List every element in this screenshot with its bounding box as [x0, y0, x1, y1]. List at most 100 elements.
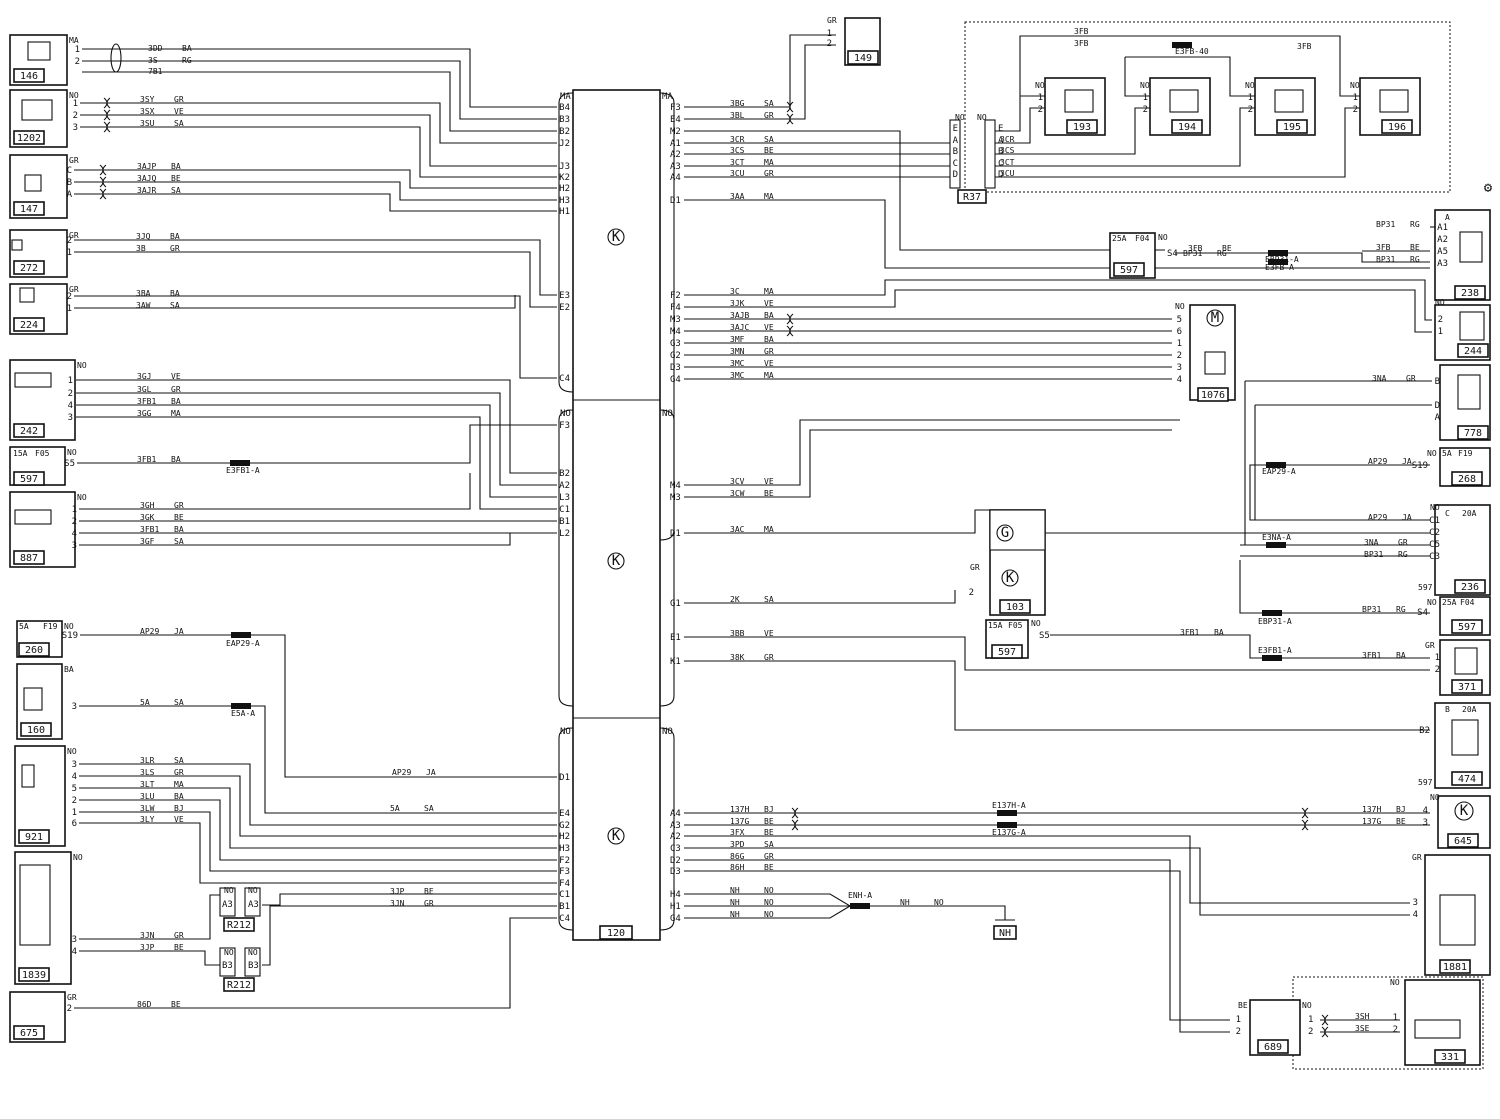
c242-w-colour: BA: [171, 397, 181, 406]
b1-hdr-left: MA: [560, 92, 571, 102]
c238-splice: E3FB-A: [1265, 263, 1294, 272]
injector-pin: 2: [1038, 105, 1043, 115]
f597-hdr: NO: [67, 448, 77, 457]
c224-w1-colour: SA: [170, 301, 180, 310]
r212-left-b: [219, 947, 236, 977]
wire-nh-3: [684, 905, 851, 919]
mid2-w-code: 3BB: [730, 629, 745, 638]
injector-pin: 1: [1248, 93, 1253, 103]
c675-w-colour: BE: [171, 1000, 181, 1009]
f268-hdr: NO: [1427, 449, 1437, 458]
wire-3cu-196: [995, 107, 1360, 178]
b2-left-pin: C1: [559, 505, 570, 515]
c921-w-code: 3LR: [140, 756, 155, 765]
comp-1839-ref-frame: [18, 967, 50, 982]
b1-right-pin: G3: [670, 339, 681, 349]
f597b-ref: 597: [1120, 265, 1138, 276]
mid3-w-code: 137G: [730, 817, 749, 826]
b1-left-pin: B4: [559, 103, 570, 113]
c103-generator-icon-glyph: G: [1001, 525, 1009, 541]
b3-right-connector: [659, 727, 675, 931]
c331-pin: 1: [1393, 1013, 1398, 1023]
splice-ebp31-r: [1262, 610, 1282, 616]
c1839-relay-icon: [19, 864, 51, 946]
f268-w2-code: AP29: [1368, 513, 1387, 522]
mid1-w-colour: VE: [764, 359, 774, 368]
c224-w0-colour: BA: [170, 289, 180, 298]
f260-hdr: NO: [64, 622, 74, 631]
c146-w1-code: 3S: [148, 56, 158, 65]
b3-left-pin: B1: [559, 902, 570, 912]
b1-right-pin: M3: [670, 315, 681, 325]
mid2-w-code: 38K: [730, 653, 745, 662]
c238-ref: 238: [1461, 288, 1479, 299]
wire-86d: [74, 917, 557, 1009]
c272-w1-colour: GR: [170, 244, 180, 253]
wire-921-2: [79, 775, 557, 837]
f597-splice: E3FB1-A: [226, 466, 260, 475]
b3-left-connector: [558, 727, 574, 931]
f597-w-code: 3FB1: [137, 455, 156, 464]
wire-147-3: [74, 193, 557, 212]
b1-left-pin: H2: [559, 184, 570, 194]
c1202-w-colour: GR: [174, 95, 184, 104]
c887-pin: 2: [72, 517, 77, 527]
mid3-w-colour: BE: [764, 863, 774, 872]
comp-1202-hdr: NO: [69, 91, 79, 100]
wire-921-1: [79, 763, 557, 826]
mid3-w-colour: NO: [764, 898, 774, 907]
b1-left-pin: B2: [559, 127, 570, 137]
c645-icon: [1454, 801, 1474, 821]
c242-w-colour: GR: [171, 385, 181, 394]
twist-1202: [103, 109, 111, 121]
r37-right-w: 3CS: [1000, 146, 1015, 155]
mid3-w-code: NH: [730, 886, 740, 895]
mid1-w-code: 3AJB: [730, 311, 749, 320]
c1076-hdr: NO: [1175, 302, 1185, 311]
b3-right-pin: A4: [670, 809, 681, 819]
c272-w0-code: 3JQ: [136, 232, 151, 241]
injector-pin: 1: [1353, 93, 1358, 103]
mid2-w-code: 3CV: [730, 477, 745, 486]
c778-pin: A: [1435, 413, 1441, 423]
c645-ref: 645: [1454, 836, 1472, 847]
c645-pin: 3: [1423, 818, 1428, 828]
c236-amp: 20A: [1462, 509, 1477, 518]
c147-pin: A: [67, 190, 73, 200]
comp-887-hdr: NO: [77, 493, 87, 502]
c1881-hdr: GR: [1412, 853, 1422, 862]
wire-224-1: [74, 295, 557, 379]
b3-left-pin: G2: [559, 821, 570, 831]
r37-pin: B: [998, 147, 1003, 157]
comp-242-ref-frame: [13, 423, 45, 438]
b2-right-pin: M3: [670, 493, 681, 503]
wire-921-6: [79, 822, 557, 884]
c921-sensor-icon: [21, 764, 35, 788]
c887-pin: 1: [72, 505, 77, 515]
mid2-w-colour: MA: [764, 525, 774, 534]
c149-hdr: GR: [827, 16, 837, 25]
b2-left-pin: B1: [559, 517, 570, 527]
b1-right-pin: M4: [670, 327, 681, 337]
c244-ref: 244: [1464, 346, 1482, 357]
wire-bp31-fuse: [1239, 560, 1430, 614]
b1-right-pin: G4: [670, 375, 681, 385]
comp-1839-ref: 1839: [22, 970, 46, 981]
c238-w3-colour: RG: [1410, 255, 1420, 264]
c1839-pin: 3: [72, 935, 77, 945]
splice-e3fb40: [1172, 42, 1192, 48]
c331-heater-icon: [1414, 1019, 1461, 1039]
c887-pin: 4: [72, 529, 77, 539]
twist-147: [99, 164, 107, 176]
b2-left-pin: L3: [559, 493, 570, 503]
c103-generator-icon: [996, 524, 1014, 542]
injector-ref-frame: [1276, 119, 1308, 134]
injector-ref: 195: [1283, 122, 1301, 133]
r37-splice: E3FB-40: [1175, 47, 1209, 56]
f597d-pin: S5: [1039, 631, 1050, 641]
c147-w-code: 3AJR: [137, 186, 156, 195]
comp-146-ref: 146: [20, 71, 38, 82]
c371-w-code: 3FB1: [1362, 651, 1381, 660]
gnd-ref: NH: [999, 928, 1011, 939]
c149-w1-colour: GR: [764, 111, 774, 120]
